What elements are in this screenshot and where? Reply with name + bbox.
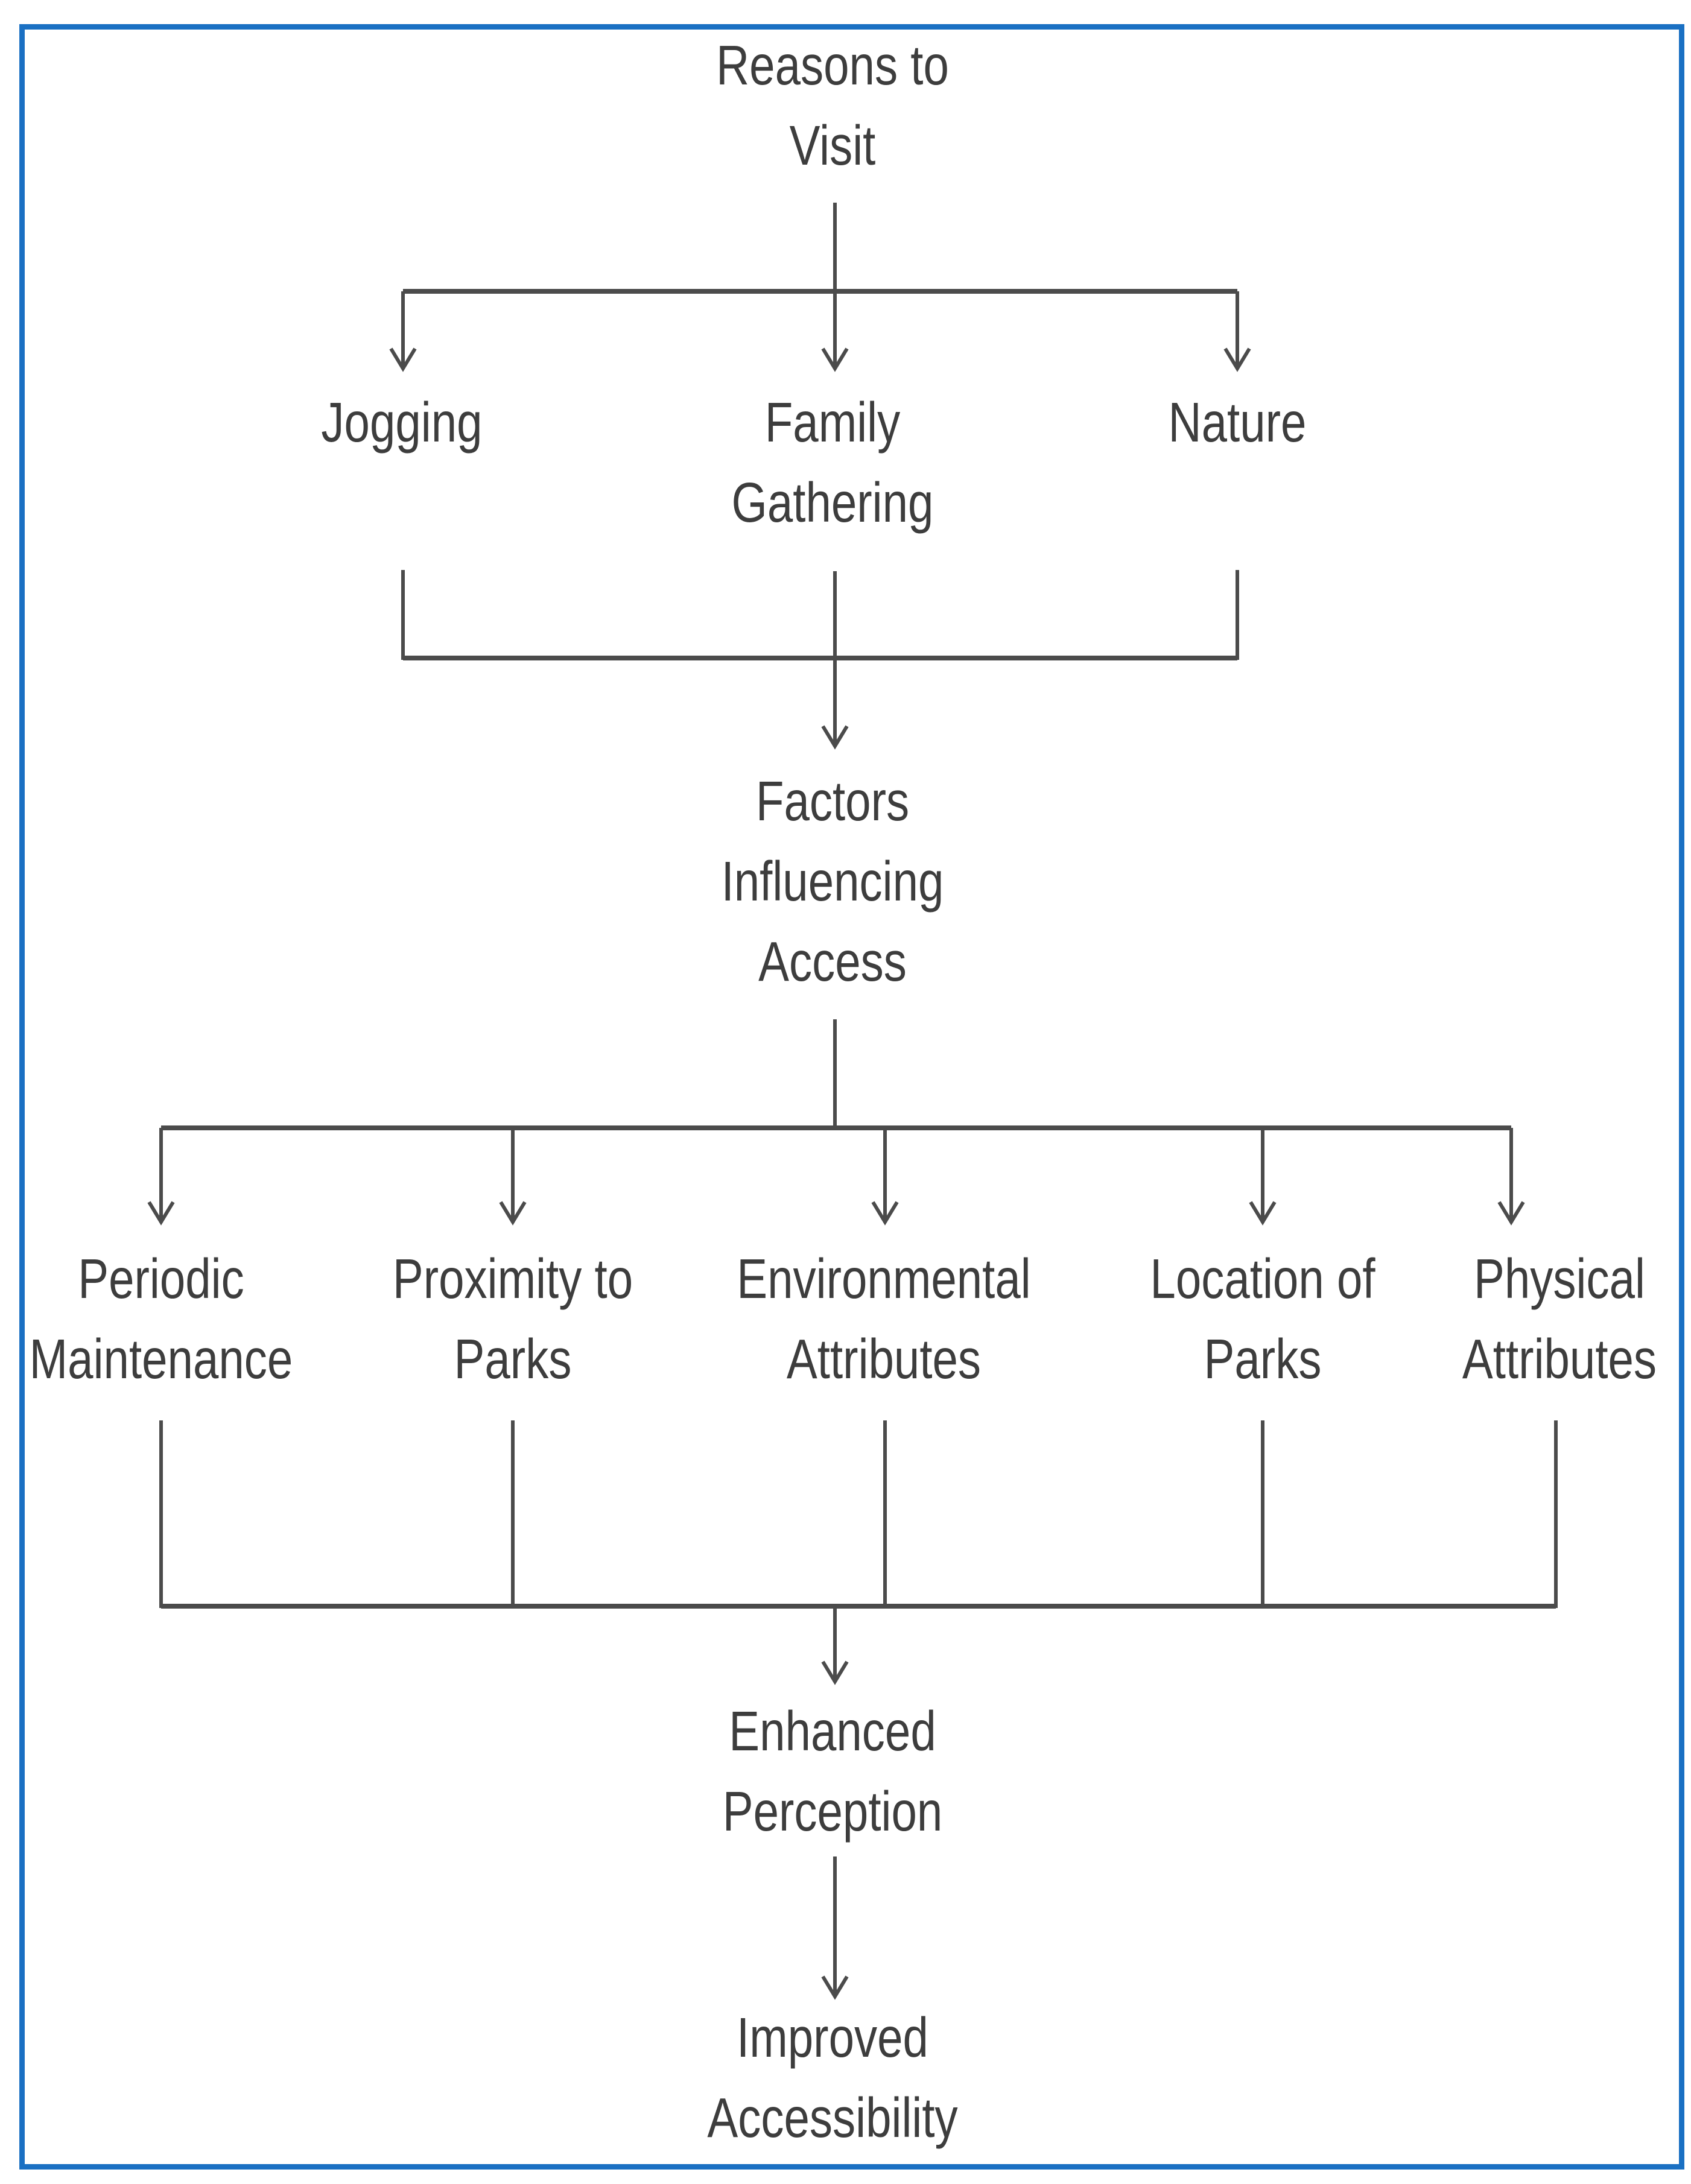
arrowhead-icon xyxy=(499,1201,527,1226)
arrowhead-icon xyxy=(871,1201,899,1226)
arrowhead-icon xyxy=(821,1660,849,1685)
node-nature: Nature xyxy=(1168,391,1307,454)
node-factors-influencing-access: Factors Influencing Access xyxy=(721,770,944,993)
edge-activities-to-factors xyxy=(401,570,1239,750)
arrowhead-icon xyxy=(389,347,417,372)
node-physical-attributes: Physical Attributes xyxy=(1462,1247,1657,1390)
arrowhead-icon xyxy=(821,347,849,372)
edge-perception-to-accessibility xyxy=(821,1856,849,2000)
arrowhead-icon xyxy=(1223,347,1251,372)
node-proximity-to-parks: Proximity to Parks xyxy=(392,1247,633,1390)
node-environmental-attributes: Environmental Attributes xyxy=(737,1247,1031,1390)
node-enhanced-perception: Enhanced Perception xyxy=(722,1700,943,1843)
node-location-of-parks: Location of Parks xyxy=(1150,1247,1375,1390)
arrowhead-icon xyxy=(147,1201,175,1226)
node-reasons-to-visit: Reasons to Visit xyxy=(716,34,949,177)
node-jogging: Jogging xyxy=(321,391,483,454)
node-improved-accessibility: Improved Accessibility xyxy=(707,2006,958,2149)
arrowhead-icon xyxy=(821,725,849,750)
node-periodic-maintenance: Periodic Maintenance xyxy=(29,1247,293,1390)
node-family-gathering: Family Gathering xyxy=(731,391,934,534)
arrowhead-icon xyxy=(1249,1201,1277,1226)
diagram-border-frame xyxy=(19,24,1684,2170)
edge-factors-to-attributes xyxy=(147,1019,1525,1226)
edge-attributes-to-perception xyxy=(159,1420,1558,1685)
arrowhead-icon xyxy=(1497,1201,1525,1226)
arrowhead-icon xyxy=(821,1975,849,2000)
edge-reasons-to-activities xyxy=(389,203,1251,372)
